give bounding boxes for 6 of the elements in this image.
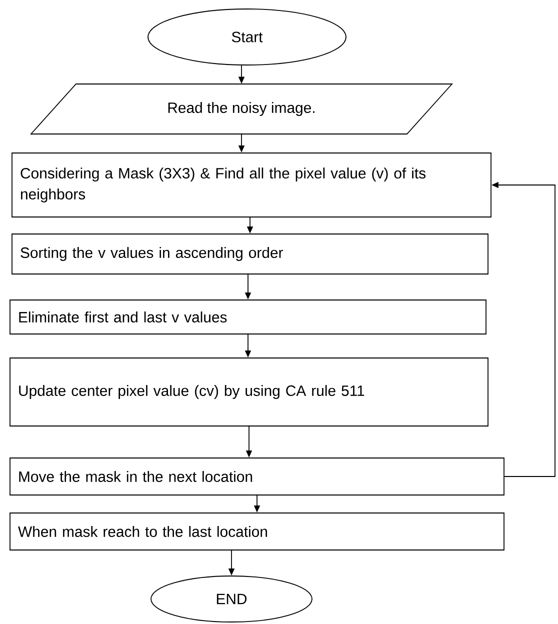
process-box: Move the mask in the next location [10, 458, 504, 496]
process-box: When mask reach to the last location [10, 512, 504, 550]
process-box: Eliminate first and last v values [10, 300, 486, 334]
process-box: Considering a Mask (3X3) & Find all the pixel value (v) of its neighbors [12, 152, 492, 218]
process-box: Update center pixel value (cv) by using CA rule 511 [10, 358, 488, 426]
process-box: Sorting the v values in ascending order [12, 234, 488, 274]
